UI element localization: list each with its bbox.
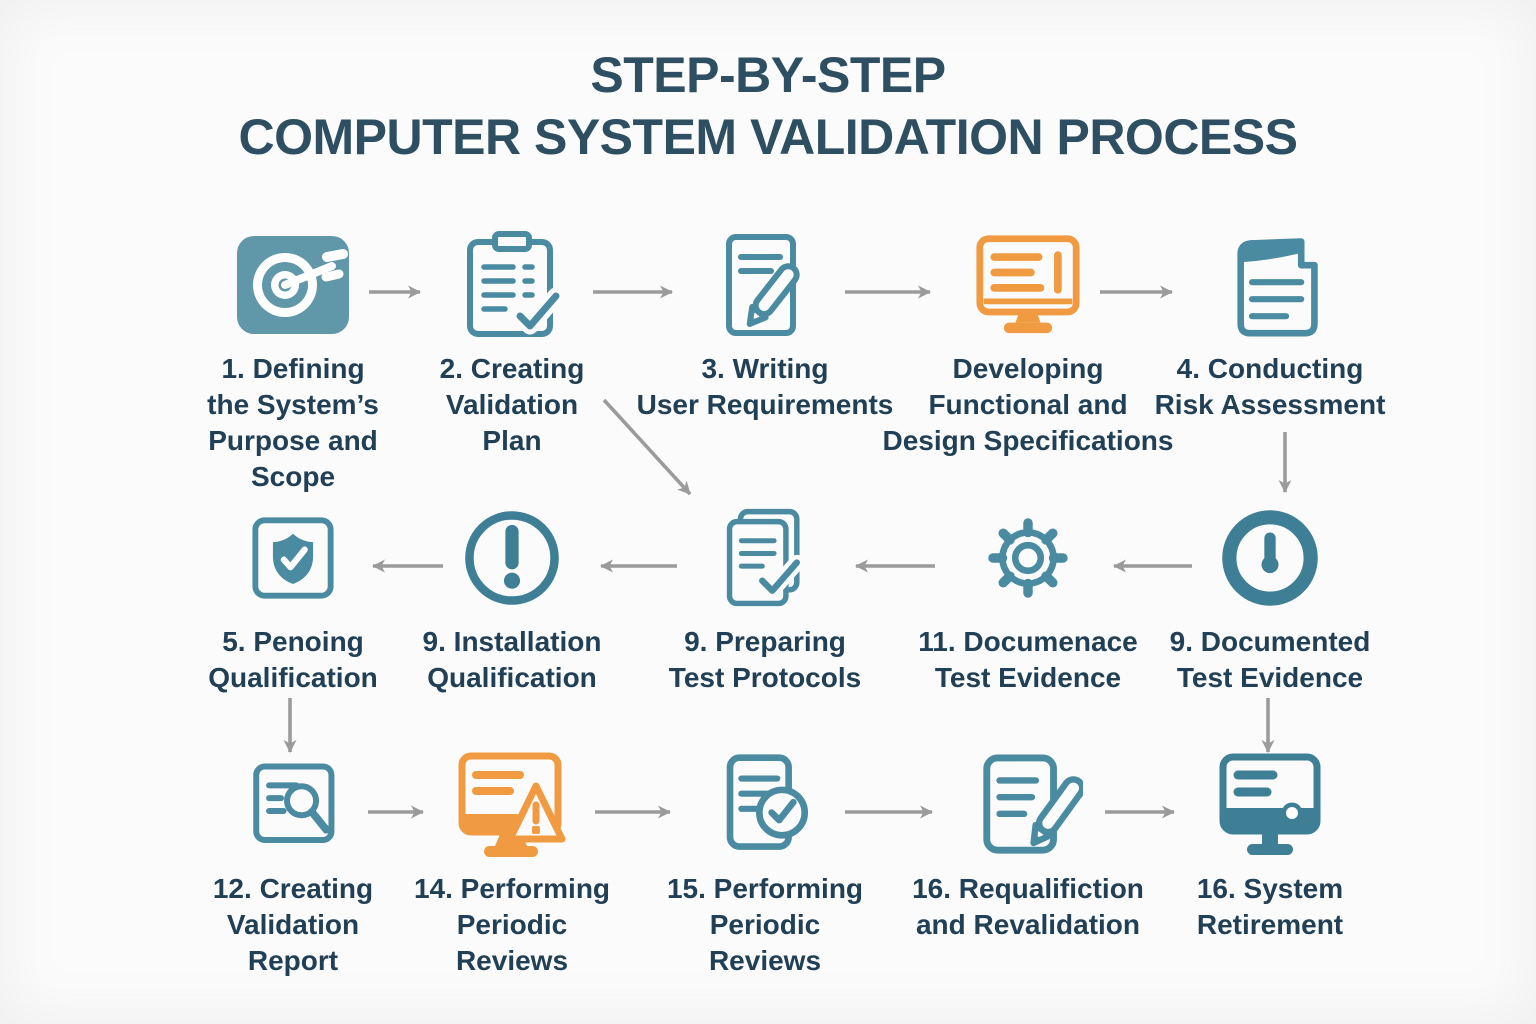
step-label: 11. Documenace Test Evidence xyxy=(918,626,1138,693)
step-installation-qualification: 9. Installation Qualification xyxy=(342,498,682,696)
step-system-retirement: 16. System Retirement xyxy=(1100,745,1440,943)
step-label: 4. Conducting Risk Assessment xyxy=(1154,353,1386,420)
step-label: 14. Performing Periodic Reviews xyxy=(413,873,611,976)
document-check-circle-icon xyxy=(726,754,809,850)
documents-check-icon xyxy=(726,508,805,607)
step-performing-periodic-reviews-2: 15. Performing Periodic Reviews xyxy=(595,745,935,979)
step-documented-test-evidence: 9. Documented Test Evidence xyxy=(1100,498,1440,696)
step-creating-validation-report: 12. Creating Validation Report xyxy=(123,745,463,979)
gauge-icon xyxy=(1222,510,1318,606)
step-label: 3. Writing User Requirements xyxy=(636,353,894,420)
document-pencil-icon xyxy=(726,234,800,336)
step-writing-user-requirements: 3. Writing User Requirements xyxy=(595,225,935,423)
clipboard-checklist-icon xyxy=(467,231,564,337)
step-conducting-risk-assessment: 4. Conducting Risk Assessment xyxy=(1100,225,1440,423)
report-search-icon xyxy=(253,763,335,844)
step-label: 1. Defining the System’s Purpose and Sco… xyxy=(207,353,379,492)
alert-circle-icon xyxy=(465,511,559,605)
gear-icon xyxy=(988,518,1068,598)
step-defining-purpose-scope: 1. Defining the System’s Purpose and Sco… xyxy=(123,225,463,495)
shield-check-icon xyxy=(252,517,334,599)
step-label: 9. Documented Test Evidence xyxy=(1169,626,1371,693)
step-label: 5. Penoing Qualification xyxy=(208,626,378,693)
step-label: 16. Requalifiction and Revalidation xyxy=(912,873,1144,940)
title-line-2: COMPUTER SYSTEM VALIDATION PROCESS xyxy=(238,109,1298,165)
document-edit-icon xyxy=(983,754,1083,854)
title-line-1: STEP-BY-STEP xyxy=(590,47,946,103)
step-requalifiction-revalidation: 16. Requalifiction and Revalidation xyxy=(858,745,1198,943)
step-performing-periodic-reviews-1: 14. Performing Periodic Reviews xyxy=(342,745,682,979)
monitor-retired-icon xyxy=(1219,753,1321,855)
step-label: 12. Creating Validation Report xyxy=(212,873,374,976)
step-penoing-qualification: 5. Penoing Qualification xyxy=(123,498,463,696)
step-documenace-test-evidence: 11. Documenace Test Evidence xyxy=(858,498,1198,696)
arrow-diagonal-plan-to-protocols xyxy=(602,398,692,496)
step-label: Developing Functional and Design Specifi… xyxy=(882,353,1174,456)
target-icon xyxy=(237,236,349,334)
step-label: 16. System Retirement xyxy=(1196,873,1344,940)
step-preparing-test-protocols: 9. Preparing Test Protocols xyxy=(595,498,935,696)
step-creating-validation-plan: 2. Creating Validation Plan xyxy=(342,225,682,459)
step-developing-specifications: Developing Functional and Design Specifi… xyxy=(858,225,1198,459)
step-label: 15. Performing Periodic Reviews xyxy=(666,873,864,976)
stacked-documents-icon xyxy=(1237,238,1318,337)
step-label: 9. Preparing Test Protocols xyxy=(668,626,862,693)
monitor-warning-icon xyxy=(458,752,566,857)
page-title: STEP-BY-STEP COMPUTER SYSTEM VALIDATION … xyxy=(0,44,1536,168)
monitor-specs-icon xyxy=(976,235,1080,334)
step-label: 9. Installation Qualification xyxy=(422,626,602,693)
step-label: 2. Creating Validation Plan xyxy=(439,353,585,456)
